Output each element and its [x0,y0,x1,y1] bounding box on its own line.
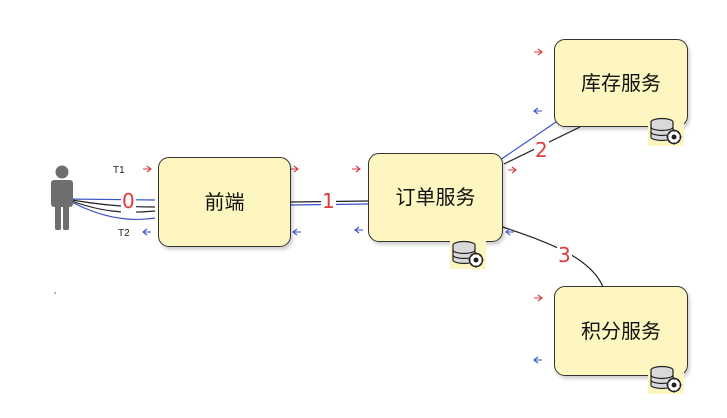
edge-label-2: 2 [534,138,549,162]
points-service-node[interactable]: 积分服务 [554,286,688,376]
user-to-frontend-edge [65,198,156,220]
port-arrows [142,48,543,364]
inventory-service-label: 库存服务 [581,70,661,95]
points-service-label: 积分服务 [581,318,661,343]
frontend-label: 前端 [204,189,245,214]
frontend-node[interactable]: 前端 [158,157,291,247]
order-service-node[interactable]: 订单服务 [368,153,503,242]
edge-label-1: 1 [321,189,336,213]
time-label-t2: T2 [118,228,130,239]
person-icon [51,165,73,230]
time-label-t1: T1 [113,165,125,176]
stray-dot [54,292,56,294]
order-service-label: 订单服务 [395,185,476,209]
order-database-icon [449,237,487,270]
inventory-database-icon [647,114,685,147]
inventory-service-node[interactable]: 库存服务 [554,39,688,127]
edge-label-3: 3 [557,243,572,267]
edge-label-0: 0 [121,189,136,213]
points-database-icon [647,362,685,395]
